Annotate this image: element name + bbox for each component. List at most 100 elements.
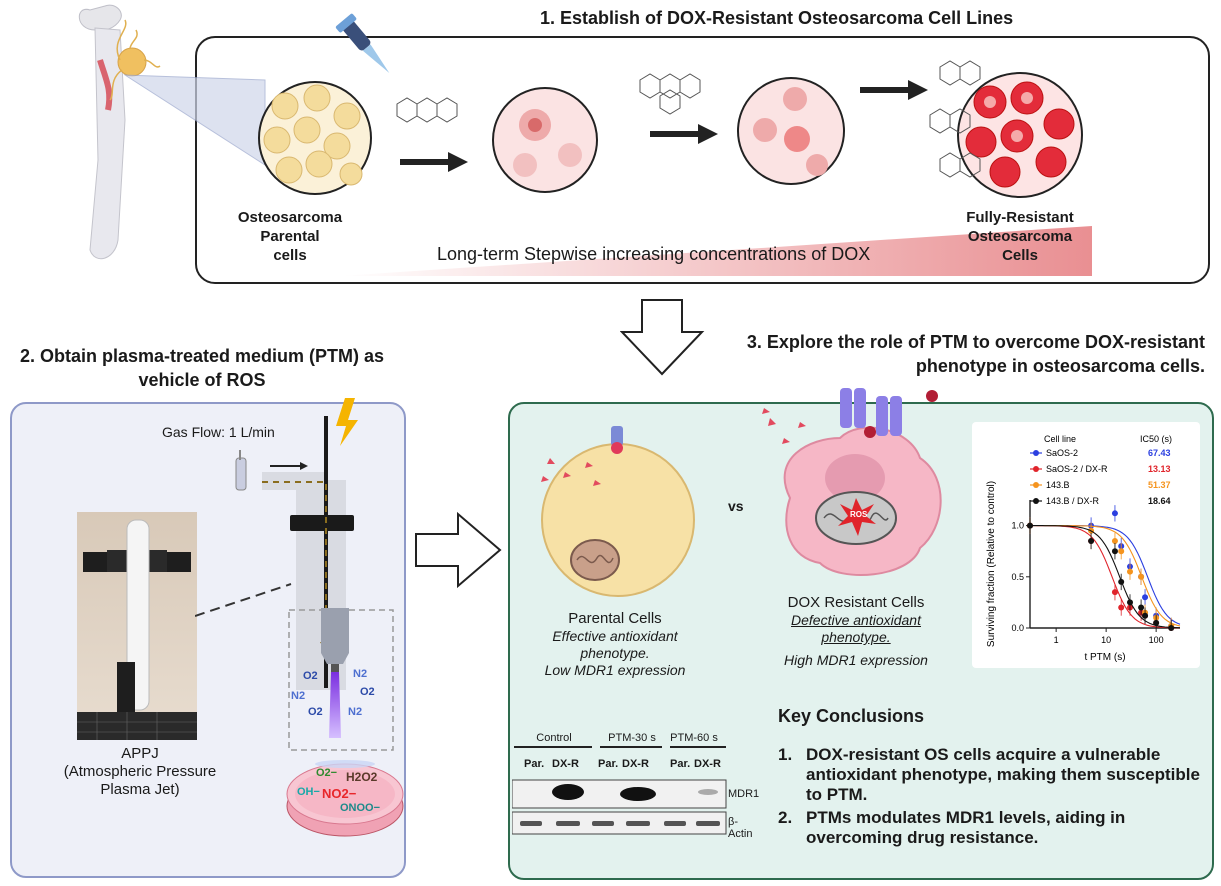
series-curve (1030, 525, 1180, 629)
wb-group-lines (514, 746, 726, 748)
species-superoxide: O2− (316, 767, 338, 779)
dox-molecule-icon-2 (639, 73, 701, 115)
parental-cells-circle (258, 81, 372, 195)
species-o2-c: O2 (308, 706, 323, 718)
species-h2o2: H2O2 (346, 770, 378, 784)
dox-gradient-wedge (340, 226, 1092, 276)
parental-cell-desc2: Low MDR1 expression (544, 662, 686, 678)
species-n2-c: N2 (348, 706, 363, 718)
legend-ic50-value: 67.43 (1148, 448, 1171, 458)
series-point (1088, 537, 1095, 544)
series-point (1153, 619, 1160, 626)
conclusion-2-text: PTMs modulates MDR1 levels, aiding in ov… (806, 808, 1126, 847)
zoom-dashed-line (195, 583, 292, 617)
parental-cell-desc1: Effective antioxidant phenotype. (552, 628, 678, 661)
species-hydroxyl: OH− (297, 786, 320, 798)
right-arrow (415, 511, 502, 589)
wb-lane-5: Par. (670, 758, 691, 770)
series-curve (1030, 525, 1181, 629)
resistant-cells-circle (957, 72, 1083, 198)
resistant-cell-desc2: High MDR1 expression (784, 652, 928, 668)
wb-lane-2: DX-R (552, 758, 579, 770)
species-peroxynitrite: ONOO− (340, 802, 381, 814)
legend-series-name: SaOS-2 (1046, 448, 1078, 458)
petri-dish (286, 760, 404, 837)
series-point (1111, 537, 1118, 544)
species-o2-b: O2 (360, 686, 375, 698)
wb-row-mdr1: MDR1 (728, 788, 760, 800)
wb-group-ptm60: PTM-60 s (670, 732, 718, 744)
pipette-icon (335, 13, 390, 73)
gradient-text: Long-term Stepwise increasing concentrat… (437, 244, 871, 264)
legend-swatch-marker (1033, 482, 1039, 488)
resistant-cell-desc1: Defective antioxidant phenotype. (791, 612, 921, 645)
wb-bands (512, 779, 727, 835)
series-point (1118, 548, 1125, 555)
plasma-zoom-box (288, 608, 394, 751)
legend-series-name: 143.B (1046, 480, 1070, 490)
x-tick-label: 100 (1149, 635, 1164, 645)
wb-group-control: Control (536, 732, 572, 744)
series-point (1138, 573, 1145, 580)
series-point (1118, 604, 1125, 611)
legend-ic50-value: 18.64 (1148, 496, 1171, 506)
legend-swatch-marker (1033, 498, 1039, 504)
x-axis-label: t PTM (s) (1084, 652, 1125, 663)
parental-cell-name: Parental Cells (568, 610, 662, 627)
parental-cell-illustration (541, 426, 695, 597)
wb-lane-3: Par. (598, 758, 619, 770)
western-blot: Control PTM-30 s PTM-60 s Par. DX-R Par.… (512, 732, 759, 862)
dox-molecule-icon (396, 97, 458, 123)
progression-arrow-1 (400, 152, 468, 172)
wb-group-ptm30: PTM-30 s (608, 732, 656, 744)
resistant-cell-name: DOX Resistant Cells (787, 594, 925, 611)
zoom-wedge (123, 74, 266, 166)
series-point (1127, 599, 1133, 606)
series-curve (1030, 525, 1181, 627)
x-tick-label: 1 (1054, 635, 1059, 645)
species-n2-a: N2 (291, 690, 306, 702)
femur-illustration (78, 4, 161, 260)
legend-ic50-value: 13.13 (1148, 464, 1171, 474)
species-o2-a: O2 (303, 670, 318, 682)
legend-ic50-value: 51.37 (1148, 480, 1171, 490)
ros-label: ROS (850, 510, 868, 519)
gas-flow-label: Gas Flow: 1 L/min (162, 424, 275, 440)
y-tick-label: 0.5 (1011, 572, 1024, 582)
series-point (1142, 594, 1149, 601)
resistant-cell-illustration (762, 388, 942, 576)
dox-molecule-cluster-icon (929, 60, 981, 178)
conclusion-2-num: 2. (778, 808, 793, 827)
parental-label: Osteosarcoma Parental cells (237, 209, 343, 264)
conclusion-1-num: 1. (778, 745, 793, 764)
legend-series-name: SaOS-2 / DX-R (1046, 464, 1108, 474)
progression-arrow-2 (650, 124, 718, 144)
ic50-header: IC50 (s) (1140, 434, 1172, 444)
legend-series-name: 143.B / DX-R (1046, 496, 1100, 506)
wb-lane-4: DX-R (622, 758, 649, 770)
section2-title: 2. Obtain plasma-treated medium (PTM) as… (19, 346, 385, 390)
species-nitrite: NO2− (322, 786, 357, 801)
series-point (1138, 604, 1145, 611)
wb-row-actin: β-Actin (728, 816, 753, 840)
down-arrow (620, 299, 705, 376)
series-point (1142, 612, 1149, 619)
wb-lane-6: DX-R (694, 758, 721, 770)
progression-arrow-3 (860, 80, 928, 100)
resistant-label: Fully-Resistant Osteosarcoma Cells (966, 209, 1074, 264)
series-point (1111, 510, 1118, 517)
vs-label: vs (728, 498, 744, 514)
appj-label: APPJ (Atmospheric Pressure Plasma Jet) (63, 745, 217, 798)
legend-swatch-marker (1033, 466, 1039, 472)
y-axis-label: Surviving fraction (Relative to control) (986, 481, 997, 647)
series-point (1127, 568, 1133, 575)
appj-photo (77, 512, 197, 740)
series-point (1118, 578, 1125, 585)
conclusions-title: Key Conclusions (778, 706, 925, 726)
conclusion-1-text: DOX-resistant OS cells acquire a vulnera… (806, 745, 1200, 804)
series-curve (1030, 525, 1181, 625)
x-tick-label: 10 (1101, 635, 1111, 645)
